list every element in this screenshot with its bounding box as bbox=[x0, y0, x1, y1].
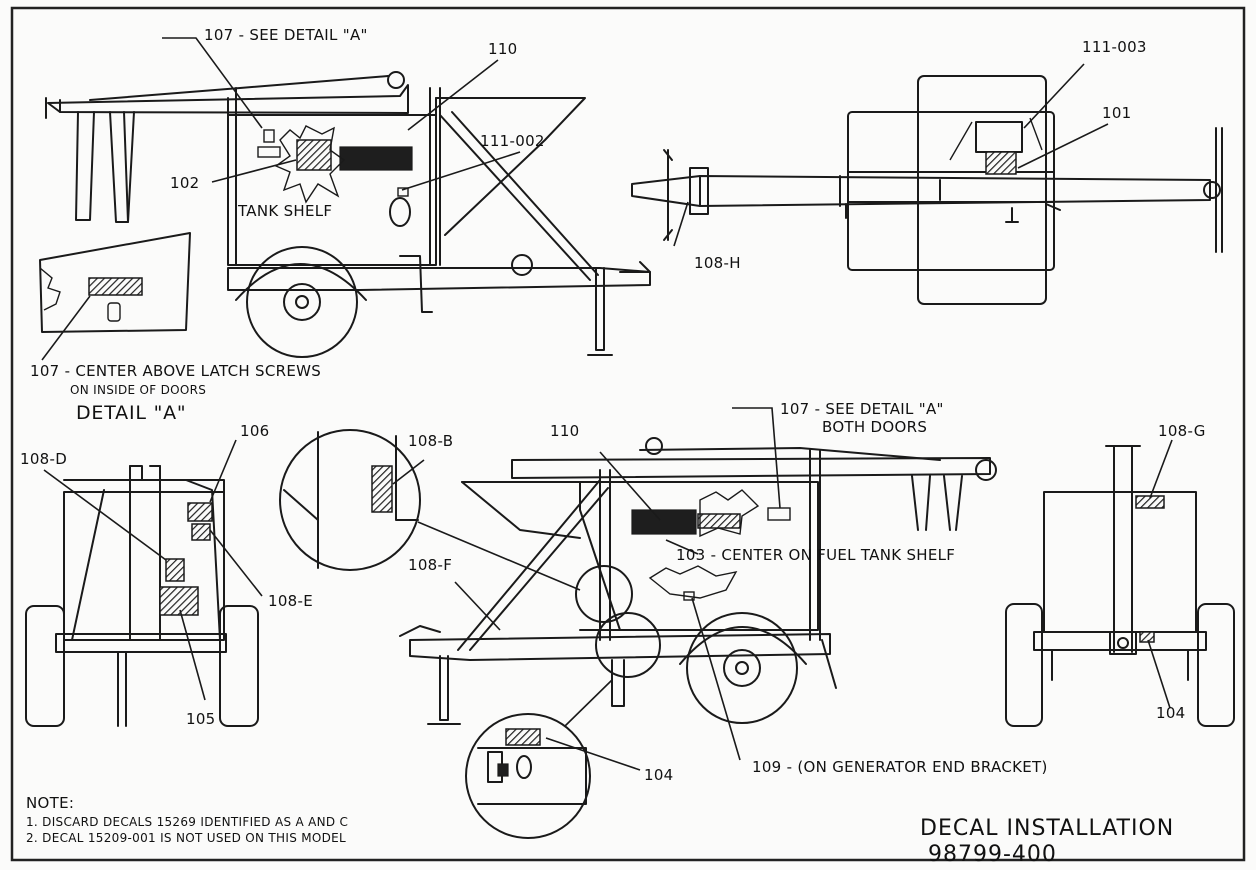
inset-104 bbox=[465, 679, 641, 839]
rear-view bbox=[1005, 439, 1235, 727]
callout-108-b: 108-B bbox=[408, 432, 454, 450]
detail-a-view bbox=[39, 232, 191, 361]
callout-101: 101 bbox=[1102, 104, 1132, 122]
callout-108-g: 108-G bbox=[1158, 422, 1206, 440]
note-item-1: 1. DISCARD DECALS 15269 IDENTIFIED AS A … bbox=[26, 815, 349, 829]
callout-104-rear: 104 bbox=[1156, 704, 1186, 722]
callout-105: 105 bbox=[186, 710, 216, 728]
callout-103: 103 - CENTER ON FUEL TANK SHELF bbox=[676, 546, 956, 564]
side-view bbox=[45, 37, 651, 358]
callout-107-see-detail-doors: 107 - SEE DETAIL "A" bbox=[780, 400, 944, 418]
callout-111-003: 111-003 bbox=[1082, 38, 1147, 56]
drawing-number: 98799-400 bbox=[928, 842, 1057, 867]
callout-111-002: 111-002 bbox=[480, 132, 545, 150]
callout-107-center-above: 107 - CENTER ABOVE LATCH SCREWS bbox=[30, 362, 322, 380]
callout-109: 109 - (ON GENERATOR END BRACKET) bbox=[752, 758, 1048, 776]
callout-107-inside-doors: ON INSIDE OF DOORS bbox=[70, 383, 207, 397]
detail-a-label: DETAIL "A" bbox=[76, 402, 187, 424]
callout-108-h: 108-H bbox=[694, 254, 741, 272]
callout-tank-shelf: TANK SHELF bbox=[238, 202, 333, 220]
callout-102: 102 bbox=[170, 174, 200, 192]
callout-107-see-detail: 107 - SEE DETAIL "A" bbox=[204, 26, 368, 44]
inset-108-b bbox=[279, 429, 425, 571]
callout-104-inset: 104 bbox=[644, 766, 674, 784]
sheet-border bbox=[10, 6, 1246, 862]
callout-106: 106 bbox=[240, 422, 270, 440]
drawing-title: DECAL INSTALLATION bbox=[920, 816, 1175, 841]
callout-108-e: 108-E bbox=[268, 592, 314, 610]
note-item-2: 2. DECAL 15209-001 IS NOT USED ON THIS M… bbox=[26, 831, 347, 845]
callout-107-both-doors: BOTH DOORS bbox=[822, 418, 928, 436]
other-side-view bbox=[399, 407, 997, 761]
notes-heading: NOTE: bbox=[26, 794, 75, 812]
callout-110-lower: 110 bbox=[550, 422, 580, 440]
callout-110: 110 bbox=[488, 40, 518, 58]
front-view bbox=[25, 439, 263, 727]
callout-108-f: 108-F bbox=[408, 556, 453, 574]
top-view bbox=[631, 63, 1223, 305]
callout-108-d: 108-D bbox=[20, 450, 68, 468]
